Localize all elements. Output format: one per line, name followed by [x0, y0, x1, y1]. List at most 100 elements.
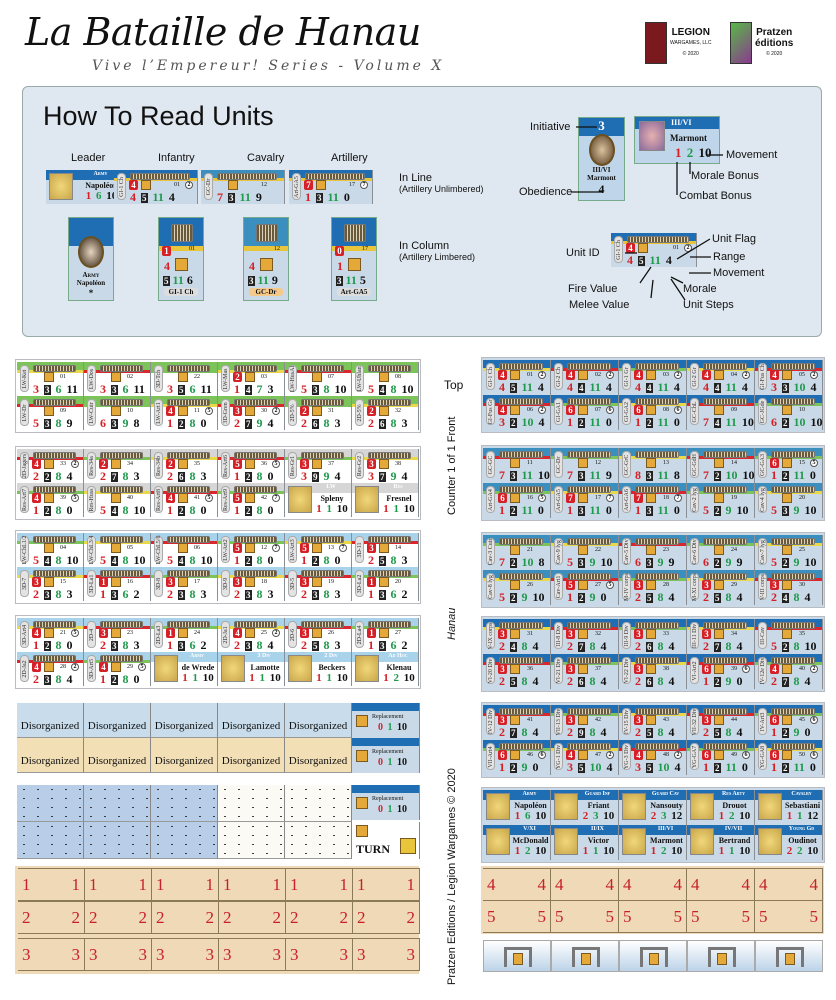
terrain-marker[interactable] [17, 785, 84, 822]
disorganized-marker[interactable]: Disorganized [151, 703, 218, 738]
disorganized-marker[interactable]: Disorganized [84, 738, 151, 773]
terrain-marker[interactable] [17, 822, 84, 859]
disorganized-marker[interactable]: Disorganized [151, 738, 218, 773]
bridge-marker[interactable] [755, 940, 823, 972]
disorganized-marker[interactable]: Disorganized [285, 703, 352, 738]
disorganized-marker[interactable]: Disorganized [17, 703, 84, 738]
disorganized-marker[interactable]: Disorganized [218, 703, 285, 738]
disorganized-marker[interactable]: Disorganized [218, 738, 285, 773]
bridge-marker[interactable] [551, 940, 619, 972]
terrain-marker[interactable] [84, 822, 151, 859]
terrain-marker[interactable] [218, 785, 285, 822]
disorganized-marker[interactable]: Disorganized [285, 738, 352, 773]
terrain-marker[interactable] [285, 785, 352, 822]
